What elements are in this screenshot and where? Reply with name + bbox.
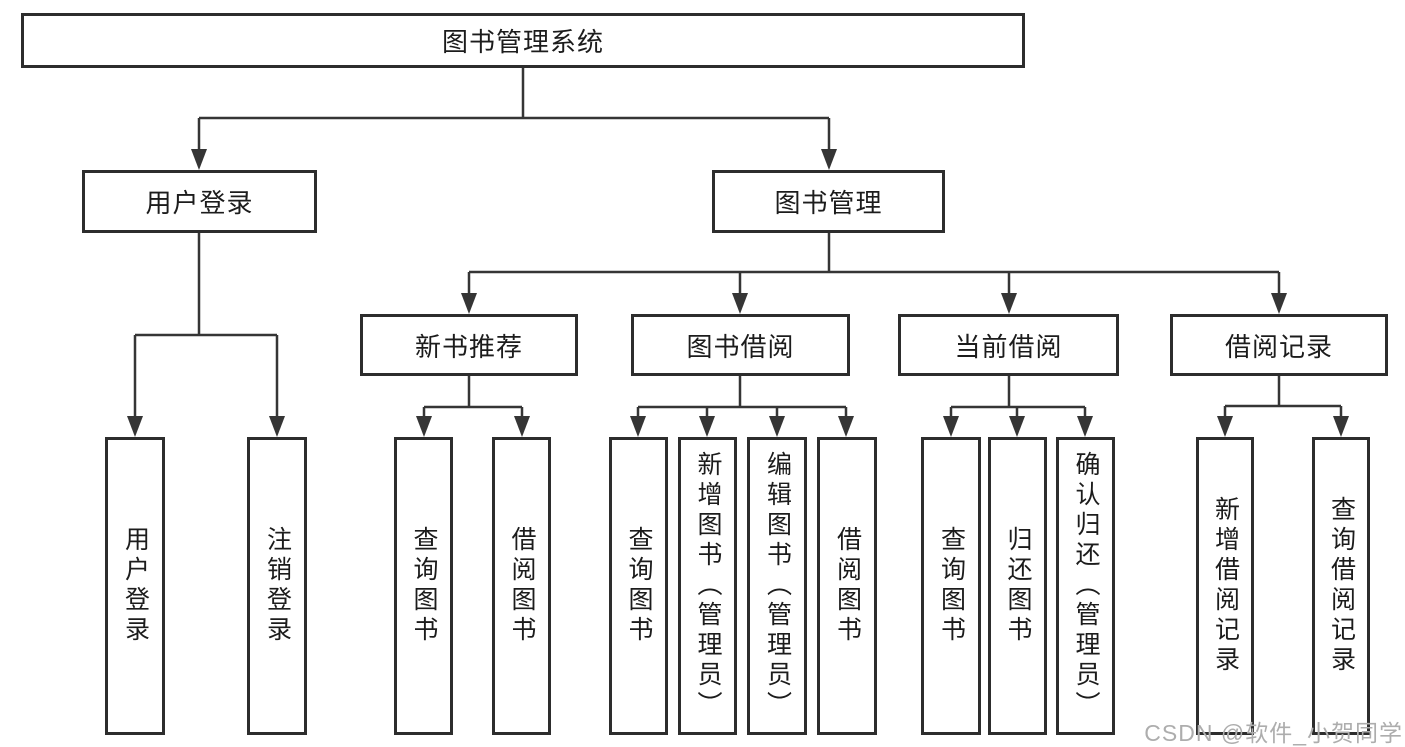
leaf-edit-book-admin-label: 编辑图书（管理员）	[765, 451, 790, 721]
node-user-login: 用户登录	[82, 170, 317, 233]
leaf-query-book-current-label: 查询图书	[939, 526, 964, 646]
leaf-confirm-return-admin-label: 确认归还（管理员）	[1073, 451, 1098, 721]
node-root-label: 图书管理系统	[442, 22, 604, 59]
node-book-management-label: 图书管理	[774, 183, 882, 220]
leaf-add-borrow-record: 新增借阅记录	[1196, 437, 1254, 735]
leaf-query-book-borrow: 查询图书	[609, 437, 668, 735]
leaf-borrow-book-recommend: 借阅图书	[492, 437, 551, 735]
node-current-borrow: 当前借阅	[898, 314, 1119, 376]
leaf-query-book-current: 查询图书	[921, 437, 981, 735]
node-user-login-label: 用户登录	[145, 183, 253, 220]
leaf-logout-login: 注销登录	[247, 437, 307, 735]
node-book-borrow-label: 图书借阅	[686, 327, 794, 364]
node-book-management: 图书管理	[712, 170, 945, 233]
leaf-add-borrow-record-label: 新增借阅记录	[1213, 496, 1238, 676]
node-new-book-recommend: 新书推荐	[360, 314, 578, 376]
leaf-edit-book-admin: 编辑图书（管理员）	[747, 437, 807, 735]
node-current-borrow-label: 当前借阅	[954, 327, 1062, 364]
leaf-query-book-recommend: 查询图书	[394, 437, 453, 735]
leaf-query-book-recommend-label: 查询图书	[411, 526, 436, 646]
leaf-borrow-book-recommend-label: 借阅图书	[509, 526, 534, 646]
node-borrow-records-label: 借阅记录	[1225, 327, 1333, 364]
leaf-return-book-label: 归还图书	[1005, 526, 1030, 646]
leaf-borrow-book: 借阅图书	[817, 437, 877, 735]
leaf-return-book: 归还图书	[988, 437, 1047, 735]
node-new-book-recommend-label: 新书推荐	[415, 327, 523, 364]
node-root: 图书管理系统	[21, 13, 1025, 68]
node-borrow-records: 借阅记录	[1170, 314, 1388, 376]
leaf-query-book-borrow-label: 查询图书	[626, 526, 651, 646]
leaf-confirm-return-admin: 确认归还（管理员）	[1056, 437, 1115, 735]
leaf-user-login-label: 用户登录	[123, 526, 148, 646]
leaf-query-borrow-record: 查询借阅记录	[1312, 437, 1370, 735]
leaf-add-book-admin-label: 新增图书（管理员）	[695, 451, 720, 721]
watermark-text: CSDN @软件_小贺同学	[1144, 714, 1403, 747]
node-book-borrow: 图书借阅	[631, 314, 850, 376]
leaf-user-login: 用户登录	[105, 437, 165, 735]
leaf-borrow-book-label: 借阅图书	[835, 526, 860, 646]
leaf-query-borrow-record-label: 查询借阅记录	[1329, 496, 1354, 676]
leaf-add-book-admin: 新增图书（管理员）	[678, 437, 737, 735]
leaf-logout-login-label: 注销登录	[265, 526, 290, 646]
